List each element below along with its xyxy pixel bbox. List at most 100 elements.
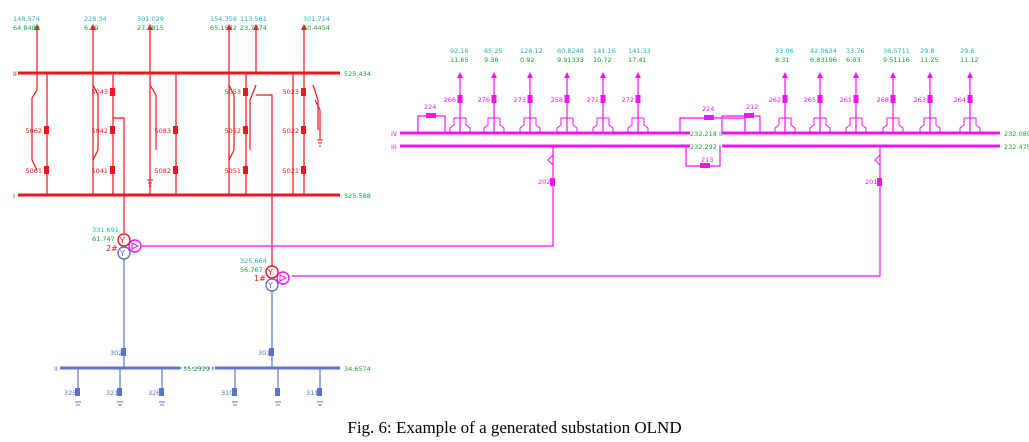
transformer-p: 331.691	[92, 226, 119, 234]
feeder-p: 36.5711	[883, 47, 910, 55]
feeder-p: 154.358	[210, 15, 237, 23]
bus-voltage: 232.089	[1004, 130, 1029, 138]
breaker-label: 5053	[224, 88, 241, 96]
arrow-up-icon	[890, 72, 896, 78]
feeder-q: 6.83196	[810, 56, 837, 64]
arrow-up-icon	[90, 24, 96, 30]
arrow-up-icon	[967, 72, 973, 78]
hv-section	[18, 28, 340, 266]
feeder-breaker	[491, 95, 497, 103]
feeder-breaker	[782, 95, 788, 103]
breaker-label: 321	[106, 389, 118, 397]
transformer-q: 56.767	[240, 266, 263, 274]
feeder-breaker	[853, 95, 859, 103]
feeder-breaker-label: 261	[840, 96, 852, 104]
arrow-up-icon	[853, 72, 859, 78]
transformer-name: 1#	[254, 274, 266, 283]
breaker-label: 310	[221, 389, 233, 397]
mv-bus-labels: IV III 232.218 II 232.292 I 232.089 232.…	[391, 130, 1029, 151]
feeder-breaker-label: 262	[769, 96, 781, 104]
lv-labels: 302 301 325 321 326 310 311 II 35.2519 I…	[54, 349, 371, 397]
mv-feeders: 26692.1611.6527665.259.38273128.120.9225…	[444, 47, 981, 133]
breaker-label: 202	[538, 178, 550, 186]
feeder-q: 11.25	[920, 56, 939, 64]
svg-text:Y: Y	[119, 249, 125, 258]
feeder-breaker	[635, 95, 641, 103]
feeder-p: 301.714	[303, 15, 330, 23]
arrow-up-icon	[253, 24, 259, 30]
hv-breakers	[44, 88, 306, 174]
feeder-p: 33.76	[846, 47, 865, 55]
arrow-up-icon	[600, 72, 606, 78]
breaker-label: 5022	[282, 127, 299, 135]
feeder-q: 6.03	[846, 56, 860, 64]
feeder-q: 11.12	[960, 56, 979, 64]
hv-arrows	[34, 24, 307, 30]
feeder-q: 8.31	[775, 56, 789, 64]
breaker-label: 5062	[25, 127, 42, 135]
feeder-breaker	[564, 95, 570, 103]
feeder-q: 10.72	[593, 56, 612, 64]
feeder-q: 30.4454	[303, 24, 330, 32]
feeder-breaker	[817, 95, 823, 103]
mv-breaker-labels: 224 224 212 213 202 201	[424, 103, 877, 186]
transformer-labels: 331.691 61.747 2# 325.664 56.767 1#	[92, 226, 267, 283]
arrow-up-icon	[491, 72, 497, 78]
feeder-p: 42.0634	[810, 47, 837, 55]
breaker-label: 302	[110, 349, 122, 357]
feeder-breaker-label: 276	[478, 96, 490, 104]
arrow-up-icon	[635, 72, 641, 78]
feeder-p: 228.34	[84, 15, 107, 23]
bus-voltage: 525.434	[344, 70, 371, 78]
feeder-breaker	[967, 95, 973, 103]
breaker-label: 5061	[25, 167, 42, 175]
svg-text:Y: Y	[267, 268, 273, 277]
bus-voltage: 232.475	[1004, 143, 1029, 151]
feeder-q: 23.7474	[240, 24, 267, 32]
breaker-label: 5051	[224, 167, 241, 175]
feeder-breaker	[890, 95, 896, 103]
bus-roman: II	[54, 365, 58, 373]
breaker-label: 213	[701, 156, 713, 164]
feeder-q: 27.7815	[137, 24, 164, 32]
arrow-up-icon	[527, 72, 533, 78]
bus-voltage: 232.218 II	[690, 130, 723, 138]
transformer-p: 325.664	[240, 257, 267, 265]
substation-diagram: 5043 5042 5041 5062 5061 5083 5082 5053 …	[13, 15, 1029, 406]
arrow-up-icon	[564, 72, 570, 78]
bus-roman: II	[13, 70, 17, 78]
feeder-breaker	[600, 95, 606, 103]
transformer-name: 2#	[106, 244, 118, 253]
feeder-breaker-label: 273	[514, 96, 526, 104]
feeder-q: 65.1532	[210, 24, 237, 32]
feeder-breaker-label: 268	[877, 96, 889, 104]
mv-switches	[547, 146, 881, 200]
feeder-p: 301.029	[137, 15, 164, 23]
feeder-breaker-label: 272	[622, 96, 634, 104]
bus-voltage: 35.2519 I	[183, 365, 214, 373]
bus-voltage: 525.588	[344, 192, 371, 200]
breaker-label: 5023	[282, 88, 299, 96]
arrow-up-icon	[782, 72, 788, 78]
feeder-p: 141.16	[593, 47, 616, 55]
transformer-2: Y Y	[117, 233, 142, 260]
mv-breakers	[426, 113, 882, 186]
feeder-breaker-label: 266	[444, 96, 456, 104]
feeder-p: 65.25	[484, 47, 503, 55]
feeder-breaker-label: 258	[551, 96, 563, 104]
hv-bus-labels: II 525.434 I 525.588	[13, 70, 371, 200]
feeder-p: 60.8248	[557, 47, 584, 55]
feeder-p: 148.574	[13, 15, 40, 23]
feeder-breaker-label: 265	[804, 96, 816, 104]
arrow-up-icon	[301, 24, 307, 30]
arrow-up-icon	[927, 72, 933, 78]
feeder-breaker-label: 271	[587, 96, 599, 104]
arrow-up-icon	[457, 72, 463, 78]
feeder-q: 9.51116	[883, 56, 910, 64]
